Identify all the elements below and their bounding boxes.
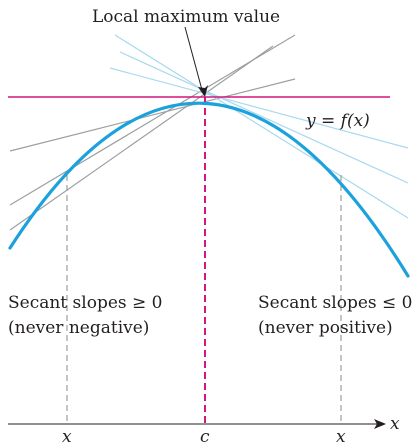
- x-axis-arrowhead: [374, 419, 386, 429]
- tick-label-left-x: x: [62, 427, 72, 443]
- annotation-arrowhead: [198, 85, 208, 97]
- local-max-title: Local maximum value: [92, 7, 280, 27]
- right-secant-line-3: [119, 51, 409, 184]
- annotation-arrow-line: [184, 26, 203, 91]
- tick-label-c: c: [200, 427, 210, 443]
- curve-label: y = f(x): [305, 111, 370, 131]
- left-secant-line-3: [9, 45, 274, 231]
- right-secant-line-2: [109, 67, 409, 149]
- function-curve: [8, 101, 410, 278]
- right-secant-lines: [109, 34, 409, 219]
- left-secant-lines: [9, 34, 296, 231]
- x-axis-label: x: [390, 414, 400, 434]
- right-secant-line-1: [114, 34, 409, 219]
- left-secant-line-1: [9, 78, 296, 152]
- left-caption-line-2: (never negative): [8, 318, 149, 338]
- left-caption-line-1: Secant slopes ≥ 0: [8, 293, 162, 313]
- tick-label-right-x: x: [336, 427, 346, 443]
- right-caption-line-2: (never positive): [258, 318, 393, 338]
- right-caption-line-1: Secant slopes ≤ 0: [258, 293, 412, 313]
